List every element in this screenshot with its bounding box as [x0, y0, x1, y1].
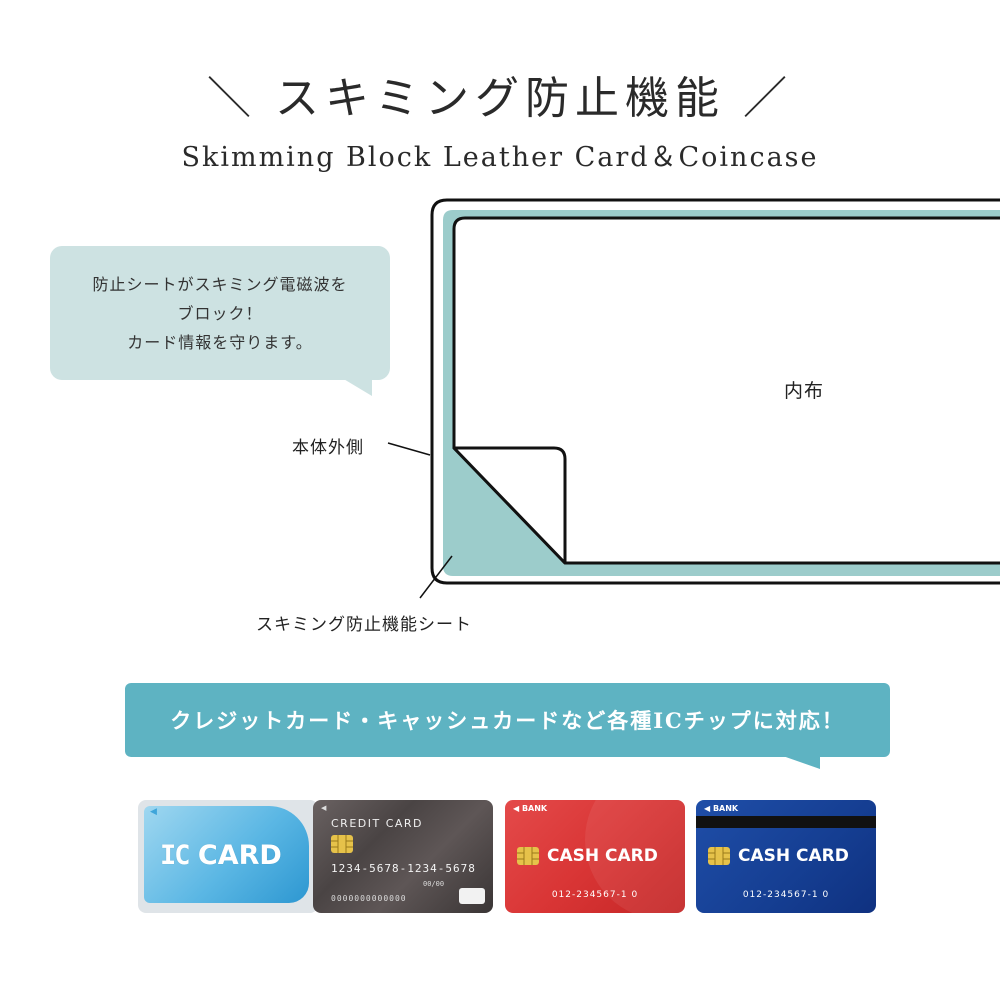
ic-card: ◀ IC CARD [138, 800, 318, 913]
chip-icon [708, 847, 730, 865]
inner-label: 内布 [784, 380, 825, 402]
credit-card-expiry: 00/00 [423, 880, 445, 888]
chip-icon [517, 847, 539, 865]
credit-card-account: 0000000000000 [331, 894, 407, 903]
ic-card-shape [144, 806, 309, 903]
cash-card-label: CASH CARD [738, 846, 849, 866]
callout-bubble: 防止シートがスキミング電磁波を ブロック！ カード情報を守ります。 [50, 246, 390, 396]
ic-card-suffix: CARD [188, 840, 282, 871]
callout-line-2: ブロック！ [177, 303, 263, 323]
magnetic-stripe [696, 816, 876, 828]
callout-line-3: カード情報を守ります。 [127, 332, 313, 352]
compatibility-banner: クレジットカード・キャッシュカードなど各種ICチップに対応！ [125, 683, 890, 769]
cash-card-number: 012-234567-1 0 [742, 890, 830, 900]
title-jp-text: スキミング防止機能 [275, 73, 725, 124]
cash-card-number: 012-234567-1 0 [551, 890, 639, 900]
ic-card-label: IC CARD [160, 840, 282, 871]
banner-text: クレジットカード・キャッシュカードなど各種ICチップに対応！ [170, 708, 845, 733]
credit-card-name: CREDIT CARD [331, 817, 424, 830]
credit-card-mark-icon: ◀ [321, 804, 327, 812]
chip-icon [331, 835, 353, 853]
page-subtitle: Skimming Block Leather Card＆Coincase [181, 142, 819, 173]
sheet-label: スキミング防止機能シート [256, 615, 472, 635]
outer-label: 本体外側 [292, 438, 364, 458]
peeled-corner [452, 446, 567, 565]
ic-card-mark-icon: ◀ [150, 807, 157, 817]
callout-tail [342, 378, 372, 396]
ic-card-prefix: IC [160, 840, 190, 871]
bank-label: ◀ BANK [513, 804, 548, 813]
banner-tail [780, 755, 820, 769]
slash-right: ／ [743, 73, 793, 124]
cash-card-blue: ◀ BANK CASH CARD 012-234567-1 0 [696, 800, 876, 913]
credit-card: ◀ CREDIT CARD 1234-5678-1234-5678 00/00 … [313, 800, 493, 913]
credit-card-number: 1234-5678-1234-5678 [331, 862, 476, 875]
inner-lining [452, 216, 1000, 565]
callout-line-1: 防止シートがスキミング電磁波を [92, 274, 348, 294]
cash-card-label: CASH CARD [547, 846, 658, 866]
slash-left: ＼ [207, 73, 257, 124]
page-title: ＼ スキミング防止機能 ／ [0, 62, 1000, 126]
sheet-leader-line [419, 555, 453, 599]
card-brand-logo-icon [459, 888, 485, 904]
outer-leader-line [387, 442, 431, 456]
cash-card-red: ◀ BANK CASH CARD 012-234567-1 0 [505, 800, 685, 913]
bank-label: ◀ BANK [704, 804, 739, 813]
